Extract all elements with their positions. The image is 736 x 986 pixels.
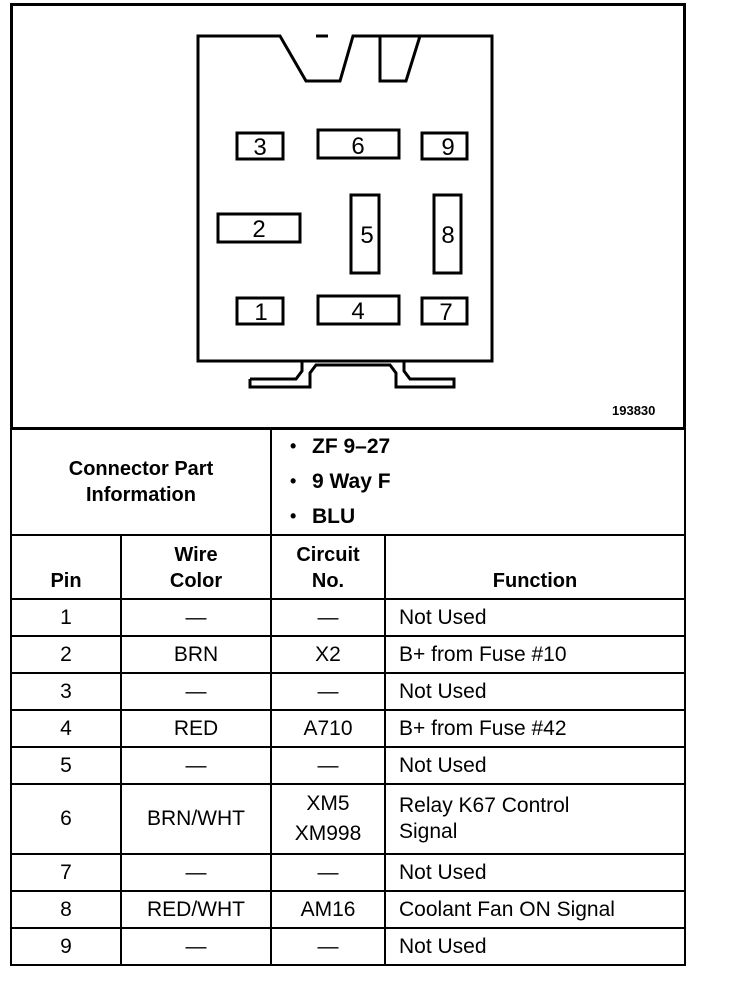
table-row: 7 — — Not Used bbox=[10, 853, 687, 892]
pin-cell: 8 bbox=[10, 890, 122, 929]
cavity-label-6: 6 bbox=[351, 133, 364, 160]
connector-info-item: BLU bbox=[290, 499, 684, 534]
function-cell: Relay K67 Control Signal bbox=[383, 783, 687, 855]
table-row: 4 RED A710 B+ from Fuse #42 bbox=[10, 709, 687, 748]
wire-color-cell: — bbox=[120, 746, 272, 785]
header-circuit-no: Circuit No. bbox=[270, 534, 386, 600]
cavity-2 bbox=[216, 212, 302, 244]
wire-color-cell: RED/WHT bbox=[120, 890, 272, 929]
wire-color-cell: RED bbox=[120, 709, 272, 748]
connector-diagram: 3 6 9 2 5 8 1 4 7 193830 bbox=[10, 3, 686, 430]
function-line: Relay K67 Control bbox=[399, 794, 570, 817]
cavity-3 bbox=[235, 131, 285, 161]
table-row: 9 — — Not Used bbox=[10, 927, 687, 966]
wire-color-cell: — bbox=[120, 598, 272, 637]
circuit-cell: — bbox=[270, 598, 386, 637]
function-cell: Not Used bbox=[383, 853, 687, 892]
circuit-cell: — bbox=[270, 672, 386, 711]
wire-color-cell: BRN bbox=[120, 635, 272, 674]
pinout-table: Connector Part Information ZF 9–27 9 Way… bbox=[10, 427, 687, 966]
function-cell: Not Used bbox=[383, 746, 687, 785]
wire-color-cell: — bbox=[120, 927, 272, 966]
pin-cell: 6 bbox=[10, 783, 122, 855]
circuit-cell: — bbox=[270, 853, 386, 892]
connector-info-label: Connector Part Information bbox=[10, 427, 272, 536]
cavity-5 bbox=[349, 193, 381, 275]
circuit-cell: — bbox=[270, 927, 386, 966]
header-pin: Pin bbox=[10, 534, 122, 600]
wire-color-cell: — bbox=[120, 853, 272, 892]
function-cell: B+ from Fuse #10 bbox=[383, 635, 687, 674]
function-cell: Not Used bbox=[383, 672, 687, 711]
cavity-label-2: 2 bbox=[252, 216, 265, 243]
header-function: Function bbox=[383, 534, 687, 600]
cavity-label-3: 3 bbox=[253, 134, 266, 161]
table-row: 3 — — Not Used bbox=[10, 672, 687, 711]
circuit-cell: — bbox=[270, 746, 386, 785]
connector-info-row: Connector Part Information ZF 9–27 9 Way… bbox=[10, 427, 687, 536]
cavity-1 bbox=[235, 296, 285, 326]
cavity-label-7: 7 bbox=[439, 299, 452, 326]
table-header-row: Pin Wire Color Circuit No. Function bbox=[10, 534, 687, 600]
table-row: 6 BRN/WHT XM5 XM998 Relay K67 Control Si… bbox=[10, 783, 687, 855]
function-cell: Coolant Fan ON Signal bbox=[383, 890, 687, 929]
cavity-6 bbox=[316, 128, 401, 160]
cavity-7 bbox=[420, 296, 469, 326]
cavity-label-5: 5 bbox=[360, 222, 373, 249]
function-cell: Not Used bbox=[383, 598, 687, 637]
pin-cell: 3 bbox=[10, 672, 122, 711]
connector-info-list: ZF 9–27 9 Way F BLU bbox=[269, 427, 687, 536]
connector-face-drawing: 3 6 9 2 5 8 1 4 7 bbox=[10, 3, 686, 430]
function-cell: B+ from Fuse #42 bbox=[383, 709, 687, 748]
table-row: 1 — — Not Used bbox=[10, 598, 687, 637]
circuit-cell: XM5 XM998 bbox=[270, 783, 386, 855]
circuit-line: XM5 bbox=[306, 792, 350, 815]
cavity-8 bbox=[432, 193, 463, 275]
reference-number: 193830 bbox=[612, 403, 656, 418]
cavity-label-1: 1 bbox=[254, 299, 267, 326]
function-cell: Not Used bbox=[383, 927, 687, 966]
lock-tab-left bbox=[250, 361, 304, 381]
table-row: 2 BRN X2 B+ from Fuse #10 bbox=[10, 635, 687, 674]
cavity-4 bbox=[316, 294, 401, 326]
wire-color-cell: BRN/WHT bbox=[120, 783, 272, 855]
pin-cell: 7 bbox=[10, 853, 122, 892]
latch-notch bbox=[353, 34, 422, 83]
connector-info-item: 9 Way F bbox=[290, 464, 684, 499]
table-row: 8 RED/WHT AM16 Coolant Fan ON Signal bbox=[10, 890, 687, 929]
pin-cell: 5 bbox=[10, 746, 122, 785]
cavity-label-9: 9 bbox=[441, 134, 454, 161]
circuit-line: XM998 bbox=[294, 822, 362, 845]
lock-tab bbox=[248, 361, 456, 389]
connector-info-item: ZF 9–27 bbox=[290, 429, 684, 464]
pin-cell: 2 bbox=[10, 635, 122, 674]
circuit-cell: AM16 bbox=[270, 890, 386, 929]
pin-cell: 4 bbox=[10, 709, 122, 748]
cavity-label-8: 8 bbox=[441, 222, 454, 249]
table-row: 5 — — Not Used bbox=[10, 746, 687, 785]
pin-cell: 9 bbox=[10, 927, 122, 966]
header-wire-color: Wire Color bbox=[120, 534, 272, 600]
pin-cell: 1 bbox=[10, 598, 122, 637]
cavity-label-4: 4 bbox=[351, 298, 364, 325]
circuit-cell: X2 bbox=[270, 635, 386, 674]
cavity-9 bbox=[420, 131, 469, 161]
function-line: Signal bbox=[399, 820, 458, 843]
circuit-cell: A710 bbox=[270, 709, 386, 748]
wire-color-cell: — bbox=[120, 672, 272, 711]
